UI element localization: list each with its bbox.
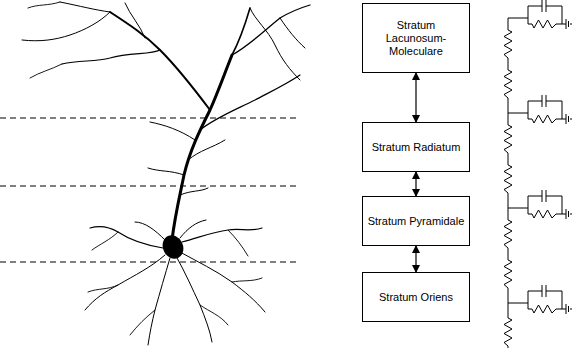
- layer-name: Stratum Lacunosum- Moleculare: [363, 19, 469, 58]
- neuron: [22, 2, 310, 345]
- layer-box: Stratum Lacunosum- Moleculare: [362, 3, 470, 73]
- double-arrow: [415, 73, 416, 122]
- rc-ladder-circuit: [504, 0, 571, 348]
- soma: [159, 232, 187, 262]
- double-arrow: [415, 246, 416, 272]
- layer-box: Stratum Radiatum: [362, 122, 470, 172]
- layer-box: Stratum Pyramidale: [362, 196, 470, 246]
- layer-box: Stratum Oriens: [362, 272, 470, 322]
- layer-name: Stratum Oriens: [375, 291, 457, 304]
- layer-name: Stratum Pyramidale: [364, 215, 469, 228]
- double-arrow: [415, 172, 416, 196]
- layer-boundary: [0, 118, 300, 262]
- layer-name: Stratum Radiatum: [368, 141, 465, 154]
